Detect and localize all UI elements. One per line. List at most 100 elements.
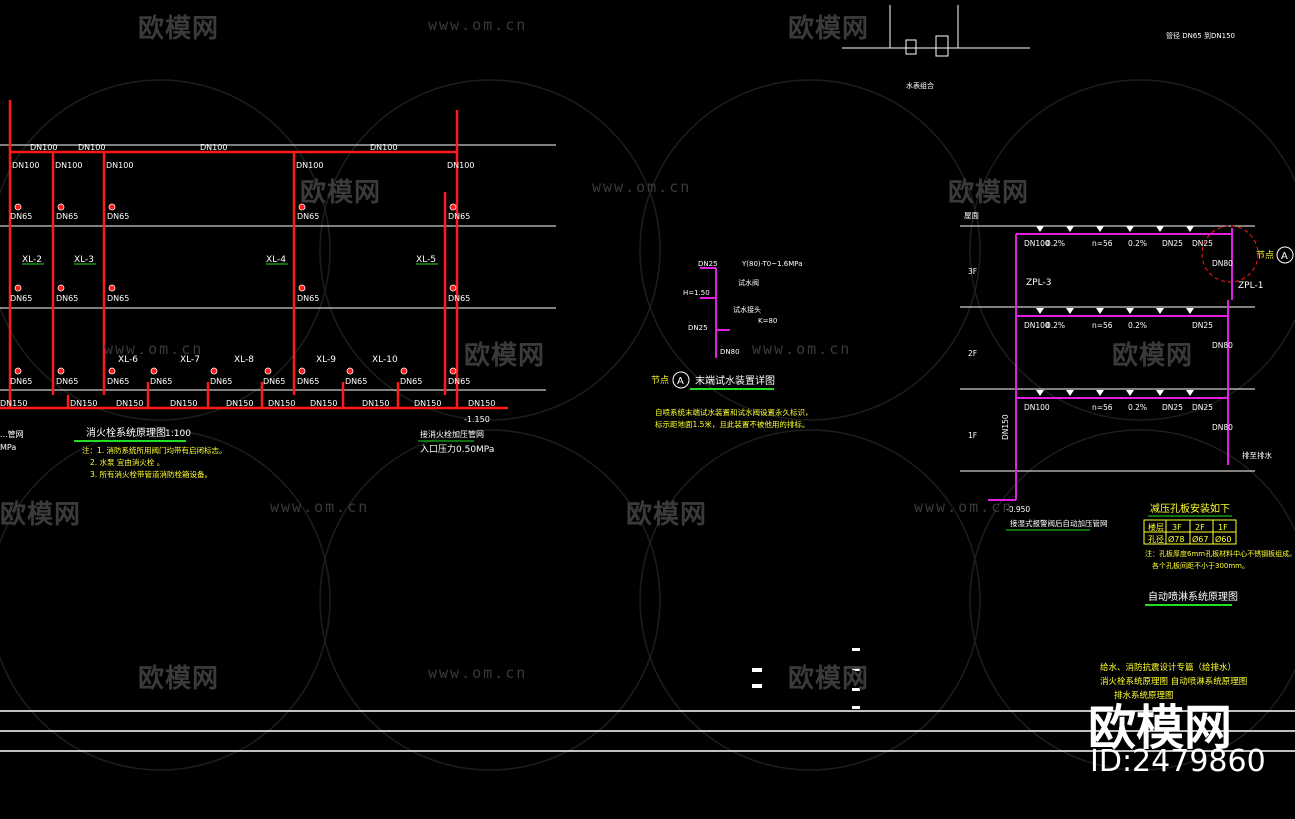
lower-riser-label: XL-9 <box>316 355 336 365</box>
brand-logo-text: 欧模网 <box>1088 700 1233 756</box>
sprinkler-node-letter: A <box>1281 251 1288 262</box>
orifice-note: 注：孔板厚度6mm孔板材料中心不锈钢板组成。 <box>1145 549 1295 558</box>
hydrant-label: DN65 <box>448 294 470 303</box>
hydrant-label: DN65 <box>107 294 129 303</box>
riser-label: ZPL-3 <box>1026 278 1051 288</box>
top-label: DN100 <box>200 143 227 152</box>
left-pressure: MPa <box>0 443 16 452</box>
orifice-cell: 孔径 <box>1148 534 1164 544</box>
title-block: 给水、消防抗震设计专篇（给排水） 消火栓系统原理图 自动喷淋系统原理图 排水系统… <box>1100 662 1247 701</box>
branch-label: DN100 <box>447 161 474 170</box>
main-pipe-label: DN100 <box>1024 239 1050 248</box>
branch-label: DN25 <box>1162 403 1183 412</box>
node-marker <box>672 371 690 389</box>
node-circle <box>1201 225 1259 283</box>
test-label: H=1.50 <box>683 289 710 297</box>
watermark-url: www.om.cn <box>592 178 692 196</box>
left-note: ...管网 <box>0 429 24 439</box>
watermark-url: www.om.cn <box>104 340 204 358</box>
hydrant-label: DN65 <box>297 212 319 221</box>
top-label: DN100 <box>78 143 105 152</box>
hydrant-label: DN65 <box>56 294 78 303</box>
node-label: 节点 <box>651 375 669 386</box>
main-pipe-label: DN100 <box>1024 321 1050 330</box>
drop-label: DN80 <box>1212 341 1233 350</box>
test-label: 试水阀 <box>738 278 759 287</box>
watermark-brand: 欧模网 <box>788 13 870 43</box>
test-label: DN25 <box>698 260 718 268</box>
main-pipe-label: DN100 <box>1024 403 1050 412</box>
branch-label: DN100 <box>296 161 323 170</box>
riser-label: XL-4 <box>266 255 286 265</box>
hydrant-label: DN65 <box>107 212 129 221</box>
watermark-brand: 欧模网 <box>626 499 708 529</box>
bottom-label: DN150 <box>414 399 441 408</box>
branch-label: DN100 <box>12 161 39 170</box>
test-label: K=80 <box>758 317 777 325</box>
orifice-header: 2F <box>1195 523 1205 532</box>
valve-detail: 水表组合 管径 DN65 到DN150 <box>842 5 1235 90</box>
orifice-note: 各个孔板间距不小于300mm。 <box>1152 561 1249 570</box>
title-block-line: 消火栓系统原理图 自动喷淋系统原理图 <box>1100 676 1247 687</box>
hydrant-label: DN65 <box>107 377 129 386</box>
bottom-label: DN150 <box>268 399 295 408</box>
test-device-title: 末端试水装置详图 <box>695 374 775 387</box>
orifice-header: 楼层 <box>1148 522 1164 532</box>
slope-label: 0.2% <box>1046 321 1065 330</box>
slope-label: 0.2% <box>1128 403 1147 412</box>
test-label: 试水接头 <box>733 305 761 314</box>
top-label: DN100 <box>370 143 397 152</box>
count-label: n=56 <box>1092 239 1113 248</box>
branch-label: DN25 <box>1192 321 1213 330</box>
roof-label: 屋面 <box>964 211 979 220</box>
hydrant-note: 注：1. 消防系统所用阀门均带有启闭标志。 <box>82 445 227 455</box>
sprinkler-title: 自动喷淋系统原理图 <box>1148 590 1238 603</box>
branch-label: DN100 <box>106 161 133 170</box>
orifice-title: 减压孔板安装如下 <box>1150 502 1230 515</box>
orifice-header: 3F <box>1172 523 1182 532</box>
hydrant-note: 2. 水泵 宜由消火栓 。 <box>90 457 164 467</box>
drawing-border <box>0 710 1295 752</box>
watermark-url: www.om.cn <box>428 16 528 34</box>
sprinkler-heads <box>1036 226 1194 396</box>
watermark-brand: 欧模网 <box>1112 340 1194 370</box>
drop-label: DN80 <box>1212 259 1233 268</box>
slope-label: 0.2% <box>1128 239 1147 248</box>
hydrant-label: DN65 <box>56 377 78 386</box>
valve-caption: 水表组合 <box>906 81 934 90</box>
hydrant-scale: 1:100 <box>165 429 191 439</box>
lower-riser-label: XL-10 <box>372 355 398 365</box>
watermark-brand: 欧模网 <box>0 499 82 529</box>
slope-label: 0.2% <box>1046 239 1065 248</box>
orifice-cell: Ø67 <box>1192 534 1208 544</box>
watermark-url: www.om.cn <box>270 498 370 516</box>
right-note: 接消火栓加压管网 <box>420 429 484 439</box>
watermark-brand: 欧模网 <box>138 663 220 693</box>
sprinkler-node-label: 节点 <box>1256 250 1274 261</box>
drain-label: 排至排水 <box>1242 450 1272 460</box>
riser-pipe-label: DN150 <box>1001 414 1010 440</box>
branch-label: DN100 <box>55 161 82 170</box>
watermark-brand: 欧模网 <box>138 13 220 43</box>
top-label: DN100 <box>30 143 57 152</box>
node-marker-letter: A <box>677 376 684 387</box>
test-device-note: 标示距地面1.5米，且此装置不被他用的排标。 <box>655 419 809 429</box>
hydrant-label: DN65 <box>448 377 470 386</box>
slope-label: 0.2% <box>1128 321 1147 330</box>
test-label: DN25 <box>688 324 708 332</box>
orifice-cell: Ø60 <box>1215 534 1231 544</box>
branch-label: DN25 <box>1192 239 1213 248</box>
watermark-brand: 欧模网 <box>948 177 1030 207</box>
watermark-brand: 欧模网 <box>300 177 382 207</box>
bottom-label: DN150 <box>310 399 337 408</box>
watermark-url: www.om.cn <box>428 664 528 682</box>
test-label: Y(80)-T0~1.6MPa <box>741 260 803 268</box>
test-device-detail: DN25 Y(80)-T0~1.6MPa H=1.50 试水阀 试水接头 DN2… <box>651 260 813 429</box>
bottom-label: DN150 <box>70 399 97 408</box>
hydrant-label: DN65 <box>150 377 172 386</box>
count-label: n=56 <box>1092 321 1113 330</box>
right-pressure: 入口压力0.50MPa <box>420 443 494 455</box>
hydrant-label: DN65 <box>263 377 285 386</box>
test-label: DN80 <box>720 348 740 356</box>
